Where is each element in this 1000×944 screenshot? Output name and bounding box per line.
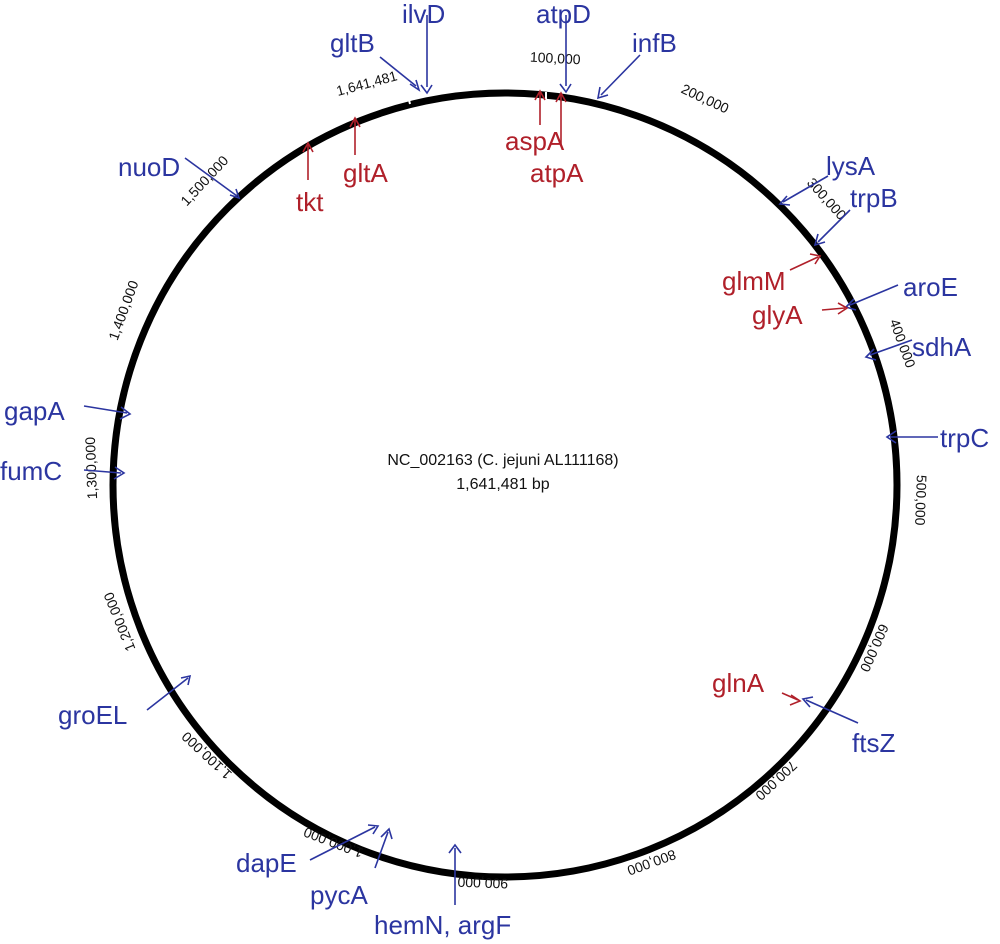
red-gene-labels: tkt gltA aspA atpA glmM glyA glnA <box>296 126 803 698</box>
gene-label-pycA: pycA <box>310 880 368 910</box>
lysA-pointer <box>782 175 829 203</box>
gapA-pointer <box>83 405 128 414</box>
gltA-arrow-icon <box>349 116 361 128</box>
gene-label-atpA: atpA <box>530 158 584 188</box>
fumC-arrow-icon <box>113 466 126 480</box>
infB-arrow-icon <box>596 86 609 100</box>
fumC-pointer <box>83 469 122 474</box>
gene-label-gltB: gltB <box>330 28 375 58</box>
gene-label-glmM: glmM <box>722 266 786 296</box>
gene-label-ilvD: ilvD <box>402 0 445 29</box>
glnA-arrow-icon <box>789 694 802 706</box>
trpB-arrow-icon <box>813 233 826 247</box>
sdhA-arrow-icon <box>864 348 877 361</box>
pycA-pointer <box>374 831 389 869</box>
tick-1300000: 1,300,000 <box>82 437 100 500</box>
genome-length: 1,641,481 bp <box>456 476 550 493</box>
infB-pointer <box>600 54 641 96</box>
glmM-arrow-icon <box>809 253 822 265</box>
nuoD-pointer <box>184 157 238 197</box>
gltB-pointer <box>379 56 417 87</box>
dapE-pointer <box>309 826 376 861</box>
gene-label-trpC: trpC <box>940 423 989 453</box>
aspA-arrow-icon <box>534 89 546 101</box>
trpC-arrow-icon <box>885 430 897 444</box>
tick-500000: 500,000 <box>912 475 930 526</box>
gene-label-hemN-argF: hemN, argF <box>374 910 511 940</box>
tick-1000000: 1,000,000 <box>301 824 365 861</box>
ftsZ-arrow-icon <box>801 696 814 708</box>
trpB-pointer <box>817 209 851 243</box>
gltB-arrow-icon <box>409 79 421 92</box>
gene-label-infB: infB <box>632 28 677 58</box>
gene-label-atpD: atpD <box>536 0 591 29</box>
blue-gene-markers <box>83 15 938 905</box>
glmM-pointer <box>789 256 819 271</box>
tick-200000: 200,000 <box>679 81 732 117</box>
glyA-arrow-icon <box>837 302 849 315</box>
dapE-arrow-icon <box>367 824 380 835</box>
sdhA-pointer <box>869 339 913 356</box>
gene-label-dapE: dapE <box>236 848 297 878</box>
gene-label-nuoD: nuoD <box>118 152 180 182</box>
tick-900000: 900,000 <box>457 874 508 892</box>
tick-1400000: 1,400,000 <box>105 278 141 342</box>
pycA-arrow-icon <box>380 827 393 840</box>
gene-label-glyA: glyA <box>752 300 803 330</box>
atpD-arrow-icon <box>559 83 572 94</box>
tick-end: 1,641,481 <box>335 67 400 99</box>
gene-label-sdhA: sdhA <box>912 332 972 362</box>
nuoD-arrow-icon <box>229 188 241 200</box>
gene-label-groEL: groEL <box>58 700 127 730</box>
gene-label-glnA: glnA <box>712 668 765 698</box>
glyA-pointer <box>821 307 846 311</box>
gene-label-aspA: aspA <box>505 126 565 156</box>
hemN-argF-arrow-icon <box>448 843 462 854</box>
tkt-arrow-icon <box>302 141 314 153</box>
ring-ticks <box>407 92 547 105</box>
aroE-pointer <box>849 284 899 306</box>
gene-label-fumC: fumC <box>0 456 62 486</box>
lysA-arrow-icon <box>778 195 791 206</box>
tick-100000: 100,000 <box>530 49 582 68</box>
groEL-pointer <box>146 677 189 711</box>
gene-label-gapA: gapA <box>4 396 65 426</box>
gene-label-tkt: tkt <box>296 187 324 217</box>
gene-label-aroE: aroE <box>903 272 958 302</box>
atpA-arrow-icon <box>555 91 567 103</box>
red-gene-markers <box>302 89 849 706</box>
gene-label-gltA: gltA <box>343 158 388 188</box>
gapA-arrow-icon <box>119 406 132 420</box>
gene-label-lysA: lysA <box>826 151 876 181</box>
ilvD-arrow-icon <box>420 84 433 95</box>
tick-1500000: 1,500,000 <box>177 152 231 209</box>
gene-label-ftsZ: ftsZ <box>852 728 895 758</box>
tick-300000: 300,000 <box>804 174 850 222</box>
genome-title: NC_002163 (C. jejuni AL111168) <box>387 452 618 469</box>
gene-label-trpB: trpB <box>850 183 898 213</box>
chromosome-ring <box>109 89 901 881</box>
ftsZ-pointer <box>805 699 859 724</box>
groEL-arrow-icon <box>180 674 192 686</box>
